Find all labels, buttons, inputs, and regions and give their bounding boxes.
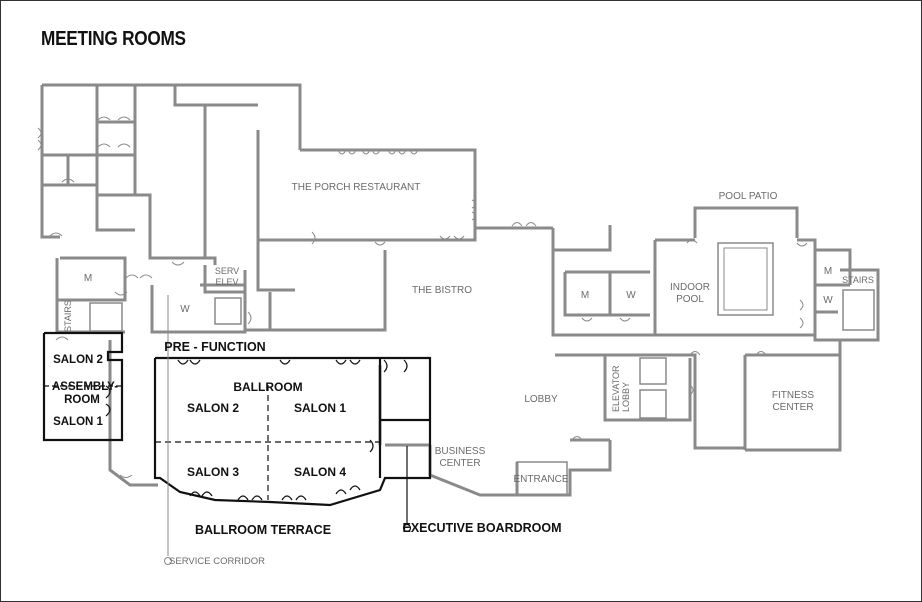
label-m-right: M	[823, 266, 833, 277]
wall-lobby-inner	[605, 353, 745, 450]
pool-icon	[717, 242, 774, 316]
label-m-mid: M	[580, 290, 590, 301]
wall-offices-inner3	[173, 85, 258, 107]
label-elevator-lobby: ELEVATOR LOBBY	[611, 365, 631, 412]
wall-pool-north2	[797, 238, 817, 258]
wall-west-offices	[40, 85, 60, 239]
label-stairs-right: STAIRS	[842, 275, 874, 285]
wall-north-offices	[42, 83, 302, 150]
label-pool-patio: POOL PATIO	[718, 191, 778, 202]
pool-icon-inner	[723, 247, 768, 311]
label-serv-elev: SERV ELEV	[214, 266, 240, 287]
label-service-corridor: SERVICE CORRIDOR	[169, 556, 265, 567]
wall-w-room	[150, 283, 247, 334]
stairs-right-icon	[842, 289, 875, 331]
service-corridor-marker	[164, 557, 172, 565]
wall-right-rooms	[815, 248, 852, 285]
wall-mid-top	[553, 225, 612, 252]
label-m-left: M	[83, 273, 93, 284]
label-w-mid: W	[626, 290, 636, 301]
stairs-left-icon	[89, 302, 123, 332]
label-assembly-room: ASSEMBLY-ROOM	[52, 381, 119, 406]
label-salon-4: SALON 4	[293, 465, 347, 479]
label-salon-1: SALON 1	[293, 401, 347, 415]
wall-m-room	[55, 256, 127, 302]
wall-elevator-lobby	[603, 355, 692, 422]
elevator-icon-2	[639, 389, 667, 419]
label-pre-function: PRE - FUNCTION	[164, 340, 266, 354]
label-w-right: W	[823, 295, 833, 306]
wall-pool-patio	[693, 206, 799, 238]
label-entrance: ENTRANCE	[513, 474, 569, 485]
wall-right-stairs	[840, 268, 880, 342]
elevator-icon-1	[639, 357, 667, 385]
wall-mid-rooms	[551, 228, 655, 337]
ballroom-outline	[153, 356, 432, 507]
wall-offices-inner	[95, 85, 135, 232]
label-assembly-salon-2: SALON 2	[53, 354, 103, 366]
wall-corridor-right	[473, 195, 553, 230]
wall-serv-elev	[203, 265, 247, 294]
assembly-room-outline	[42, 331, 124, 442]
label-indoor-pool: INDOOR POOL	[670, 282, 710, 305]
label-lobby: LOBBY	[524, 394, 558, 405]
label-business-center: BUSINESS CENTER	[434, 446, 486, 469]
label-fitness-center: FITNESS CENTER	[771, 390, 815, 413]
wall-porch-lower	[256, 240, 295, 292]
wall-porch-restaurant	[256, 130, 477, 242]
label-executive-boardroom: EXECUTIVE BOARDROOM	[402, 521, 562, 535]
exec-boardroom-marker	[402, 523, 412, 533]
label-salon-3: SALON 3	[186, 465, 240, 479]
serv-elev-icon	[214, 297, 242, 325]
wall-mid-div3	[563, 272, 650, 317]
label-w-left: W	[180, 304, 190, 315]
label-porch-restaurant: THE PORCH RESTAURANT	[291, 182, 421, 193]
label-ballroom-terrace: BALLROOM TERRACE	[194, 523, 332, 537]
wall-south-lobby	[517, 440, 612, 497]
entrance-box	[516, 461, 568, 496]
label-stairs-left: STAIRS	[63, 300, 73, 332]
wall-corridor-assembly	[108, 340, 158, 487]
wall-lobby-east	[745, 340, 842, 452]
label-salon-2: SALON 2	[186, 401, 240, 415]
page-title: MEETING ROOMS	[41, 28, 186, 50]
wall-center-corridor	[245, 250, 387, 332]
label-bistro: THE BISTRO	[411, 285, 473, 296]
label-ballroom: BALLROOM	[233, 380, 303, 394]
label-assembly-salon-1: SALON 1	[53, 416, 103, 428]
wall-offices-inner2	[133, 85, 217, 265]
